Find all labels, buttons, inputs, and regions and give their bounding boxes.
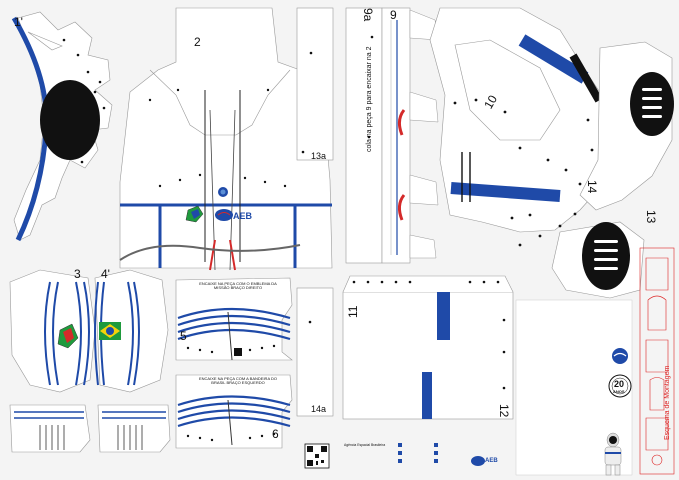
footer-aeb-text: AEB (485, 458, 498, 464)
label-piece-4: 4' (101, 267, 110, 281)
glove-pieces (9, 404, 171, 453)
brazil-flag (99, 322, 121, 340)
assembly-scheme-title: Esquema de Montagem (664, 365, 671, 440)
label-piece-13: 13 (644, 210, 658, 224)
label-piece-3: 3 (74, 267, 81, 281)
label-piece-12: 12 (497, 404, 511, 418)
ear-cup-top (630, 72, 674, 136)
torso-aeb-text: AEB (233, 211, 253, 221)
mission-emblem-arm (57, 323, 79, 349)
social-icons (398, 443, 438, 463)
anniversary-number: 20 (614, 379, 625, 389)
piece-14a-strip (296, 287, 334, 417)
anniversary-seal (608, 374, 632, 398)
label-piece-14: 14 (585, 180, 599, 194)
qr-code (304, 443, 330, 469)
label-piece-14a: 14a (311, 404, 327, 414)
astronaut-figure (604, 432, 622, 476)
banner-left-arm: ENCAIXE NA PEÇA COM A BANDEIRA DO BRASIL… (198, 376, 278, 385)
aeb-patch (215, 209, 233, 221)
aeb-logo-footer (471, 456, 485, 466)
piece-5-band (175, 277, 293, 361)
aeb-logo-right (612, 348, 628, 364)
ear-cup-bottom (582, 222, 630, 290)
footer-agency: Agência Espacial Brasileira (344, 443, 386, 447)
label-piece-5: 5 (180, 329, 187, 343)
backpack-blue-band (518, 34, 589, 84)
piece-2-torso (119, 7, 333, 269)
label-piece-9: 9 (390, 8, 397, 22)
label-piece-9a: 9a (361, 8, 375, 22)
label-piece-6: 6 (272, 427, 279, 441)
label-piece-2: 2 (194, 35, 201, 49)
label-piece-11: 11 (346, 305, 360, 318)
piece-4-arm (94, 269, 169, 393)
label-piece-13a: 13a (311, 151, 327, 161)
label-piece-1: 1' (14, 15, 23, 29)
mission-patch (185, 205, 204, 223)
banner-right-arm: ENCAIXE NA PEÇA COM O EMBLEMA DA MISSÃO … (199, 281, 277, 290)
helmet-visor-black (40, 80, 100, 160)
piece-9-strip (381, 7, 411, 264)
assembly-scheme (639, 247, 675, 475)
piece-9a-strip (345, 7, 383, 264)
piece-13a-strip (296, 7, 334, 161)
anniversary-word: ANOS (613, 389, 625, 394)
glue-note: cola na peça 9 para encaixar na 2 (366, 46, 373, 152)
